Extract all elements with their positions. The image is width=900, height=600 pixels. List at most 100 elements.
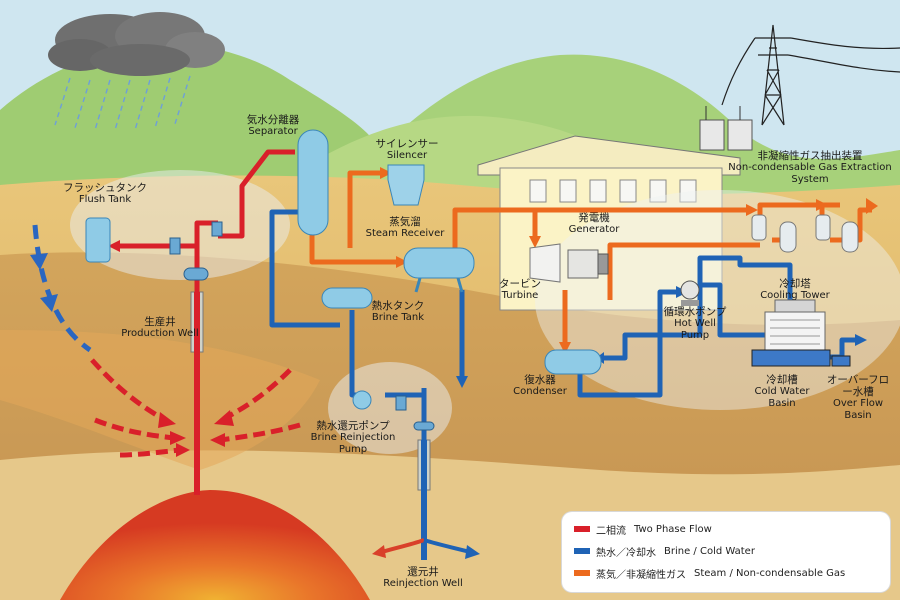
brine-tank-ja: 熱水タンク	[371, 300, 425, 312]
legend-label-en: Brine / Cold Water	[664, 545, 755, 557]
separator-en: Separator	[248, 126, 298, 138]
label-generator: 発電機 Generator	[554, 212, 634, 236]
flush-tank-ja: フラッシュタンク	[63, 182, 147, 194]
highlight-separator-area	[70, 170, 290, 280]
legend-label-ja: 蒸気／非凝縮性ガス	[596, 569, 686, 581]
legend-swatch-red	[574, 526, 590, 532]
gas-extraction-arrow	[746, 204, 758, 216]
label-brine-tank: 熱水タンク Brine Tank	[358, 300, 438, 324]
reinjection-left-arrow	[381, 538, 425, 554]
reinjection-left-arrowhead	[372, 545, 386, 558]
brine-drain-arrow	[456, 376, 468, 388]
generator	[567, 249, 609, 279]
flush-tank-en: Flush Tank	[78, 194, 132, 206]
brine-flow-lines	[269, 209, 860, 440]
steam-receiver	[403, 247, 475, 293]
brine-reinjection-pump-en: Brine Reinjection Pump	[310, 432, 396, 455]
turbine-ja: タービン	[499, 278, 541, 290]
production-well-ja: 生産井	[144, 316, 176, 328]
steam-receiver-arrow	[396, 256, 408, 268]
label-cold-water-basin: 冷却槽 Cold Water Basin	[742, 374, 822, 409]
condenser-ja: 復水器	[524, 374, 556, 386]
hot-well-pump-en: Hot Well Pump	[674, 318, 716, 341]
brine-reinjection-pump-ja: 熱水還元ポンプ	[316, 420, 390, 432]
silencer-arrow	[380, 167, 392, 179]
cold-water-basin-ja: 冷却槽	[766, 374, 798, 386]
separator-ja: 気水分離器	[246, 114, 300, 126]
label-nc-gas: 非凝縮性ガス抽出装置 Non-condensable Gas Extractio…	[720, 150, 900, 185]
cooling-tower-en: Cooling Tower	[760, 290, 830, 302]
legend-label-ja: 二相流	[596, 525, 626, 537]
heat-flow-arrows	[90, 358, 301, 458]
over-flow-basin-en: Over Flow Basin	[832, 398, 884, 421]
cold-water-basin	[751, 349, 831, 367]
brine-reinjection-pump	[352, 390, 435, 431]
legend-swatch-orange	[574, 570, 590, 576]
label-condenser: 復水器 Condenser	[500, 374, 580, 398]
label-turbine: タービン Turbine	[490, 278, 550, 302]
transmission-tower-icon	[721, 24, 900, 126]
steam-receiver-en: Steam Receiver	[365, 228, 445, 240]
label-separator: 気水分離器 Separator	[228, 114, 318, 138]
overflow-arrow	[855, 334, 867, 346]
condenser-arrow	[559, 342, 571, 354]
legend-label-en: Two Phase Flow	[634, 523, 712, 535]
label-brine-reinjection-pump: 熱水還元ポンプ Brine Reinjection Pump	[298, 420, 408, 455]
nc-gas-extraction-system	[751, 214, 859, 253]
rain-cloud	[48, 12, 225, 76]
groundwater-arrowhead	[30, 253, 48, 270]
flush-tank-arrow	[108, 240, 120, 252]
condenser-en: Condenser	[513, 386, 567, 398]
generator-en: Generator	[568, 224, 620, 236]
substation-icon	[699, 106, 753, 151]
silencer-en: Silencer	[386, 150, 428, 162]
turbine-en: Turbine	[501, 290, 539, 302]
cooling-tower	[764, 299, 826, 353]
reinjection-right-arrowhead	[465, 545, 480, 559]
cold-water-basin-en: Cold Water Basin	[754, 386, 810, 409]
turbine-arrow	[529, 236, 541, 248]
separator	[297, 129, 329, 236]
label-production-well: 生産井 Production Well	[120, 316, 200, 340]
turbine	[529, 243, 561, 283]
over-flow-basin	[831, 355, 851, 367]
label-cooling-tower: 冷却塔 Cooling Tower	[750, 278, 840, 302]
condenser	[544, 349, 602, 375]
label-steam-receiver: 蒸気溜 Steam Receiver	[355, 216, 455, 240]
label-reinjection-well: 還元井 Reinjection Well	[368, 566, 478, 590]
legend-label-en: Steam / Non-condensable Gas	[694, 567, 846, 579]
hot-well-pump	[680, 280, 700, 306]
reinjection-well-ja: 還元井	[407, 566, 439, 578]
legend: 二相流 Two Phase Flow 熱水／冷却水 Brine / Cold W…	[562, 512, 890, 592]
legend-swatch-blue	[574, 548, 590, 554]
wellhead-valves	[169, 221, 223, 281]
steam-receiver-ja: 蒸気溜	[389, 216, 421, 228]
silencer-ja: サイレンサー	[375, 138, 439, 150]
brine-tank	[321, 287, 373, 309]
nc-gas-en: Non-condensable Gas Extraction System	[728, 162, 892, 185]
reinjection-well-en: Reinjection Well	[383, 578, 463, 590]
silencer	[387, 164, 425, 206]
magma-chamber	[60, 490, 370, 600]
gas-vent-arrow	[866, 198, 878, 214]
legend-item-two-phase: 二相流 Two Phase Flow	[574, 520, 712, 538]
production-well-en: Production Well	[121, 328, 199, 340]
highlight-pump-area	[328, 362, 452, 454]
groundwater-arrowhead-2	[40, 294, 58, 312]
label-flush-tank: フラッシュタンク Flush Tank	[40, 182, 170, 206]
over-flow-basin-ja: オーバーフロー水槽	[826, 374, 890, 399]
legend-item-steam: 蒸気／非凝縮性ガス Steam / Non-condensable Gas	[574, 564, 845, 582]
label-silencer: サイレンサー Silencer	[362, 138, 452, 162]
hot-well-pump-ja: 循環水ポンプ	[663, 306, 727, 318]
flush-tank	[85, 217, 111, 263]
gas-extraction-arrow-2	[816, 199, 828, 211]
label-over-flow-basin: オーバーフロー水槽 Over Flow Basin	[826, 374, 890, 421]
legend-item-brine: 熱水／冷却水 Brine / Cold Water	[574, 542, 755, 560]
nc-gas-ja: 非凝縮性ガス抽出装置	[757, 150, 863, 162]
heat-flow-arrowheads	[158, 410, 234, 457]
legend-label-ja: 熱水／冷却水	[596, 547, 656, 559]
two-phase-flow-lines	[118, 149, 295, 292]
generator-ja: 発電機	[578, 212, 610, 224]
